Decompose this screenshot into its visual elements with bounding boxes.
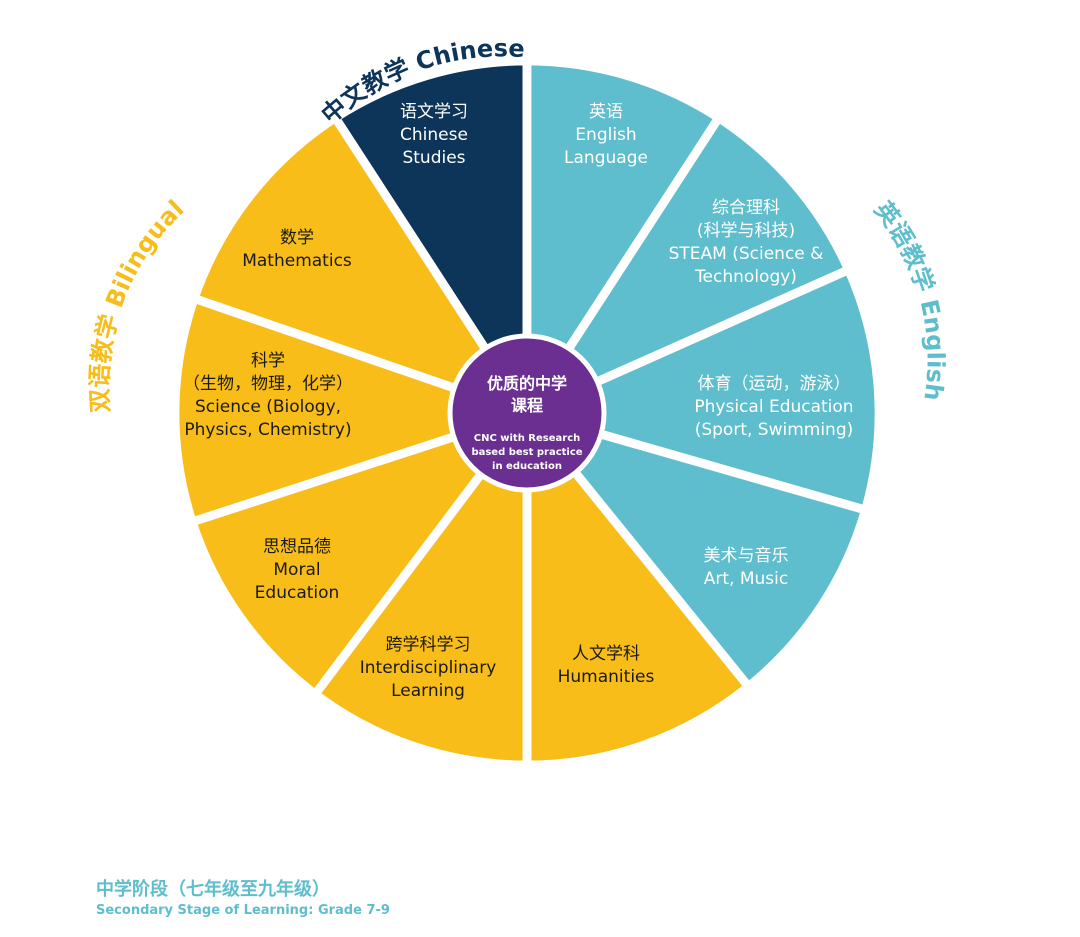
center-sub-line3: in education bbox=[492, 461, 562, 472]
segment-1-label-line-0: 英语 bbox=[589, 102, 623, 122]
segment-8-label-line-0: 科学 bbox=[251, 351, 285, 371]
segment-7-label-line-1: Moral bbox=[273, 560, 320, 580]
segment-6-label-line-2: Learning bbox=[391, 681, 465, 701]
segment-5-label-line-0: 人文学科 bbox=[572, 644, 640, 664]
segment-6-label-line-1: Interdisciplinary bbox=[360, 658, 497, 678]
segment-7-label-line-0: 思想品德 bbox=[263, 537, 331, 557]
footer-title: 中学阶段（七年级至九年级） bbox=[96, 879, 330, 900]
segment-9-bilingual bbox=[188, 111, 538, 422]
segment-3-label-line-0: 体育（运动，游泳） bbox=[698, 374, 851, 394]
segment-0-label-line-0: 语文学习 bbox=[400, 102, 468, 122]
segment-3-english bbox=[514, 263, 884, 516]
footer: 中学阶段（七年级至九年级） Secondary Stage of Learnin… bbox=[96, 878, 390, 920]
segment-9-label-line-1: Mathematics bbox=[242, 251, 352, 271]
segment-5-bilingual bbox=[522, 400, 755, 770]
segment-1-english bbox=[522, 56, 725, 428]
segment-4-label-line-0: 美术与音乐 bbox=[704, 546, 789, 566]
segment-8-label-line-3: Physics, Chemistry) bbox=[184, 420, 351, 440]
footer-subtitle: Secondary Stage of Learning: Grade 7-9 bbox=[96, 903, 390, 918]
segment-8-label-line-2: Science (Biology, bbox=[195, 397, 341, 417]
segment-2-label-line-2: STEAM (Science & bbox=[669, 244, 824, 264]
center-title-line1: 优质的中学 bbox=[487, 374, 567, 393]
segment-4-english bbox=[514, 404, 871, 693]
segment-2-label-line-0: 综合理科 bbox=[712, 198, 780, 218]
segment-2-label-line-3: Technology) bbox=[694, 267, 797, 287]
segment-7-label-line-2: Education bbox=[255, 583, 340, 603]
center-sub-line1: CNC with Research bbox=[474, 433, 581, 444]
segment-5-label-line-1: Humanities bbox=[558, 667, 655, 687]
center-hub: 优质的中学 课程 CNC with Research based best pr… bbox=[447, 333, 607, 493]
segment-0-chinese bbox=[329, 56, 532, 428]
segment-1-label-line-2: Language bbox=[564, 148, 648, 168]
segment-8-label-line-1: （生物，物理，化学） bbox=[183, 374, 353, 394]
segment-4-label-line-1: Art, Music bbox=[704, 569, 788, 589]
segment-0-label-line-2: Studies bbox=[402, 148, 465, 168]
segment-0-label-line-1: Chinese bbox=[400, 125, 468, 145]
segment-1-label-line-1: English bbox=[575, 125, 636, 145]
segment-7-bilingual bbox=[186, 404, 539, 701]
segment-6-bilingual bbox=[309, 399, 532, 770]
center-sub-line2: based best practice bbox=[471, 447, 582, 458]
segment-8-bilingual bbox=[170, 292, 541, 528]
segment-3-label-line-1: Physical Education bbox=[694, 397, 853, 417]
center-circle bbox=[447, 333, 607, 493]
segment-2-label-line-1: (科学与科技) bbox=[697, 221, 795, 241]
center-title-line2: 课程 bbox=[511, 396, 543, 415]
segment-9-label-line-0: 数学 bbox=[280, 228, 314, 248]
segment-6-label-line-0: 跨学科学习 bbox=[386, 635, 471, 655]
segment-2-english bbox=[515, 111, 855, 424]
segment-3-label-line-2: (Sport, Swimming) bbox=[695, 420, 854, 440]
